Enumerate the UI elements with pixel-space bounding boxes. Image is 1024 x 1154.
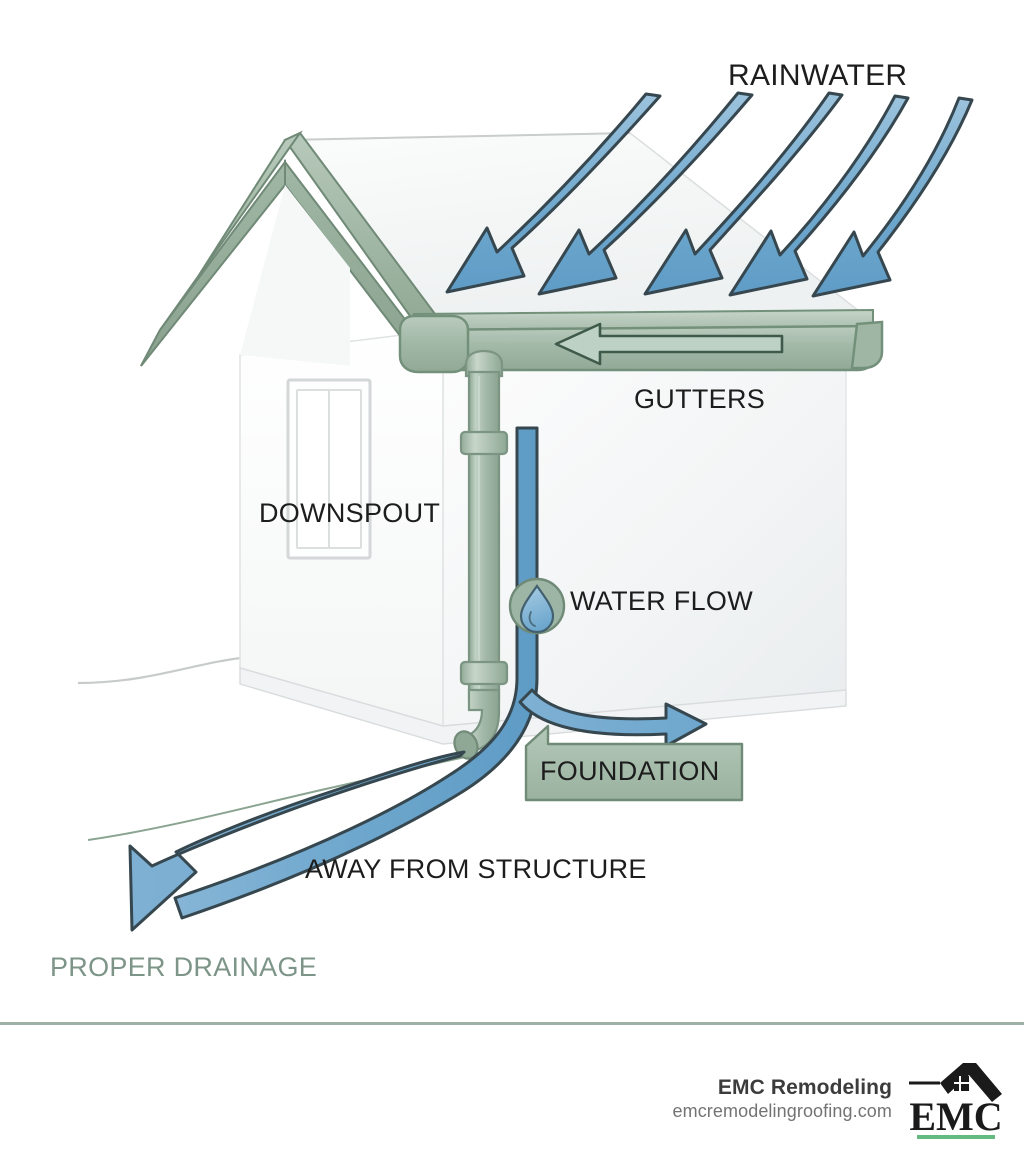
rainwater-arrow-2 bbox=[537, 91, 754, 296]
water-flow-stream bbox=[173, 426, 708, 920]
label-gutters: GUTTERS bbox=[634, 384, 766, 414]
downspout-bracket-lower bbox=[459, 660, 509, 686]
brand-name: EMC Remodeling bbox=[717, 1076, 892, 1099]
downspout-pipe bbox=[467, 370, 501, 702]
footer-brand-block: EMC Remodeling emcremodelingroofing.com … bbox=[673, 1056, 1007, 1142]
roof-ridge-line bbox=[284, 132, 631, 141]
downspout-bracket-upper bbox=[459, 430, 509, 456]
water-drop-shape bbox=[519, 584, 555, 634]
rainwater-arrow-3 bbox=[643, 91, 844, 296]
window bbox=[286, 378, 372, 560]
away-from-structure-arrow bbox=[128, 750, 466, 932]
label-foundation: FOUNDATION bbox=[540, 756, 720, 786]
foundation-callout-shape bbox=[524, 724, 744, 802]
gable-roof-edge bbox=[140, 130, 440, 367]
downspout bbox=[453, 349, 509, 760]
gutter-outlet-bowl bbox=[398, 314, 470, 374]
water-stream-main bbox=[173, 426, 539, 920]
gutter-flow-arrow-icon bbox=[554, 322, 784, 366]
rainwater-arrows-group bbox=[445, 91, 974, 298]
rainwater-arrow-4 bbox=[728, 94, 910, 297]
label-downspout: DOWNSPOUT bbox=[259, 498, 441, 528]
gable-wall-shadow bbox=[240, 185, 350, 366]
foundation-callout bbox=[524, 724, 744, 802]
diagram-illustration: RAINWATER GUTTERS DOWNSPOUT WATER FLOW F… bbox=[50, 59, 974, 982]
water-drop-icon bbox=[508, 577, 566, 635]
label-proper-drainage: PROPER DRAINAGE bbox=[50, 952, 318, 982]
foundation-slab-edge bbox=[239, 667, 847, 745]
downspout-top-collar bbox=[464, 349, 504, 378]
logo-underline bbox=[917, 1135, 995, 1139]
footer-text-block: EMC Remodeling emcremodelingroofing.com bbox=[673, 1076, 893, 1122]
house-roof-logo-icon: EMC bbox=[909, 1063, 1003, 1139]
logo-window-mullion-h bbox=[954, 1082, 969, 1084]
label-rainwater: RAINWATER bbox=[728, 59, 908, 92]
footer: EMC Remodeling emcremodelingroofing.com … bbox=[0, 1020, 1024, 1154]
water-drop-highlight bbox=[528, 611, 536, 627]
rainwater-arrow-5 bbox=[811, 96, 974, 298]
drainage-arrow-body bbox=[128, 750, 466, 932]
gutter bbox=[398, 308, 884, 374]
label-water-flow: WATER FLOW bbox=[570, 586, 753, 616]
footer-divider bbox=[0, 1022, 1024, 1025]
logo-roof-shape bbox=[940, 1063, 1002, 1102]
rainwater-arrow-1 bbox=[445, 92, 662, 294]
brand-url[interactable]: emcremodelingroofing.com bbox=[672, 1100, 892, 1121]
water-branch-to-foundation-arrow bbox=[518, 688, 708, 748]
label-away-from-structure: AWAY FROM STRUCTURE bbox=[305, 854, 647, 884]
logo-wordmark: EMC bbox=[909, 1094, 1002, 1139]
gutter-end-cap bbox=[850, 320, 884, 370]
diagram-canvas bbox=[77, 91, 974, 932]
